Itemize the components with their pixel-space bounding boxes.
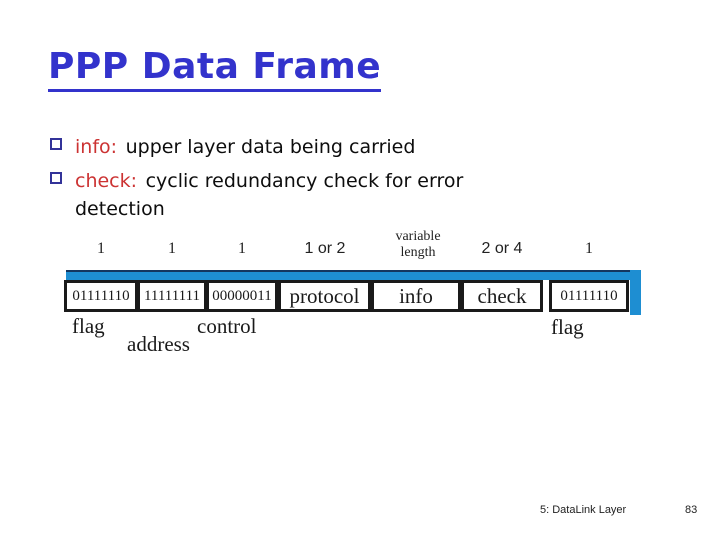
field-size-info: variable length	[376, 229, 460, 261]
variable-line1: variable	[395, 229, 441, 244]
bullet-item-info: info: upper layer data being carried	[50, 133, 415, 161]
field-box-flag2: 01111110	[549, 280, 629, 312]
frame-highlight-bar-right	[630, 270, 641, 315]
frame-highlight-bar	[66, 270, 641, 280]
field-box-control: 00000011	[206, 280, 278, 312]
field-label-control: control	[197, 314, 257, 338]
bullet-text: check:cyclic redundancy check for error …	[75, 167, 463, 223]
field-box-flag: 01111110	[64, 280, 138, 312]
field-box-check: check	[461, 280, 543, 312]
field-box-address: 11111111	[137, 280, 207, 312]
bullet-body: upper layer data being carried	[125, 136, 416, 158]
bullet-body-line2: detection	[75, 198, 165, 220]
field-label-flag: flag	[72, 314, 105, 338]
field-size-address: 1	[168, 240, 176, 257]
field-size-protocol: 1 or 2	[304, 240, 346, 257]
field-label-address: address	[127, 332, 190, 356]
square-bullet-icon	[50, 138, 62, 150]
field-size-flag2: 1	[585, 240, 593, 257]
bullet-term: info:	[75, 136, 118, 158]
slide-title: PPP Data Frame	[48, 46, 382, 92]
bullet-item-check: check:cyclic redundancy check for error …	[50, 167, 463, 223]
bullet-body: cyclic redundancy check for error	[145, 170, 464, 192]
square-bullet-icon	[50, 172, 62, 184]
field-label-flag2: flag	[551, 315, 584, 339]
field-box-protocol: protocol	[278, 280, 371, 312]
bullet-term: check:	[75, 170, 138, 192]
variable-line2: length	[400, 245, 436, 260]
bullet-text: info: upper layer data being carried	[75, 133, 415, 161]
field-size-check: 2 or 4	[481, 240, 523, 257]
field-box-info: info	[371, 280, 461, 312]
footer-chapter-label: 5: DataLink Layer	[540, 504, 627, 516]
field-size-control: 1	[238, 240, 246, 257]
field-size-flag: 1	[97, 240, 105, 257]
footer-page-number: 83	[685, 504, 698, 516]
